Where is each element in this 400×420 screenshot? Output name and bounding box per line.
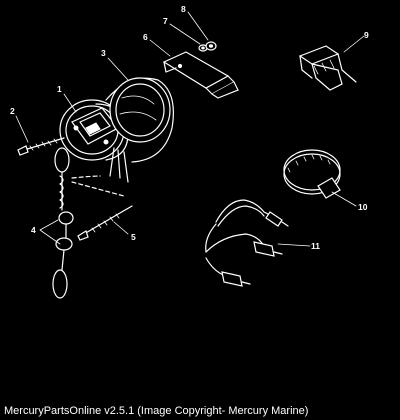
callout-6: 6 <box>143 32 148 42</box>
part-11-wiring-harness <box>205 199 289 287</box>
part-3-mounting-sleeve <box>105 77 174 183</box>
leader-lines <box>15 11 365 247</box>
part-5-long-screw <box>77 205 133 241</box>
callout-5: 5 <box>131 232 136 242</box>
callout-9: 9 <box>364 30 369 40</box>
callout-7: 7 <box>163 16 168 26</box>
callout-10: 10 <box>358 202 368 212</box>
part-8-nut <box>205 41 217 51</box>
callout-2: 2 <box>10 106 15 116</box>
callout-1: 1 <box>57 84 62 94</box>
image-caption: MercuryPartsOnline v2.5.1 (Image Copyrig… <box>4 405 309 417</box>
callout-numbers: 1 2 3 4 5 6 7 8 9 10 11 <box>10 4 369 251</box>
callout-8: 8 <box>181 4 186 14</box>
callout-11: 11 <box>311 241 320 251</box>
callout-4: 4 <box>31 225 36 235</box>
part-10-cable-strap <box>283 149 341 199</box>
part-2-screw <box>17 137 65 156</box>
callout-3: 3 <box>101 48 106 58</box>
part-4-lanyard <box>52 147 125 299</box>
part-6-mounting-bracket <box>162 51 239 99</box>
part-9-clip-bracket <box>298 45 357 91</box>
